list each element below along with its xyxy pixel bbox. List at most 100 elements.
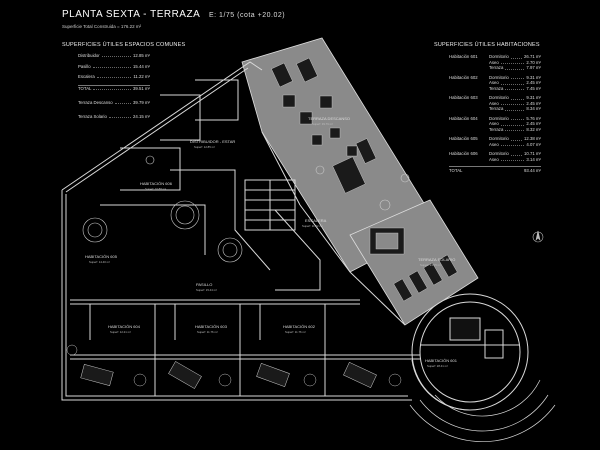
- common-row-value: 12.85 m²: [133, 53, 150, 58]
- dot-leader: [510, 54, 523, 59]
- dot-leader: [510, 75, 525, 79]
- room-row-key: Aseo: [489, 156, 499, 162]
- dot-leader: [101, 53, 132, 57]
- label-terraza-descanso: TERRAZA DESCANSO: [308, 116, 350, 121]
- room-row-value: 3.14 m²: [526, 156, 541, 162]
- room-name-spacer: [449, 106, 489, 112]
- common-row-value: 11.22 m²: [133, 74, 150, 79]
- dot-leader: [510, 116, 525, 120]
- label-escalera: ESCALERA: [305, 218, 327, 223]
- room-name-spacer: [449, 65, 489, 71]
- room-row-key: Aseo: [489, 100, 499, 106]
- room-name-spacer: [449, 86, 489, 92]
- label-hab605: HABITACIÓN 605: [85, 254, 118, 259]
- room-row-value: 9.31 m²: [526, 74, 541, 80]
- room-row-value: 2.45 m²: [526, 100, 541, 106]
- dot-leader: [500, 80, 525, 85]
- dot-leader: [505, 65, 525, 70]
- dot-leader: [510, 136, 523, 141]
- dot-leader: [500, 101, 525, 105]
- room-row: Terraza 7.45 m²: [449, 86, 541, 92]
- room-row-key: Dormitorio: [489, 74, 509, 80]
- room-row-key: Dormitorio: [489, 136, 509, 141]
- room-name: Habitación 601: [449, 54, 478, 59]
- label-hab606-sub: Superf: 10.88 m²: [145, 187, 166, 191]
- room-row-value: 12.38 m²: [524, 136, 541, 141]
- label-hab602: HABITACIÓN 602: [283, 324, 316, 329]
- dot-leader: [500, 121, 525, 126]
- rooms-total-row: TOTAL 93.44 m²: [449, 166, 541, 173]
- room-name: Habitación 606: [449, 151, 478, 156]
- common-row-value: 39.79 m²: [133, 99, 150, 105]
- room-row-key: Terraza: [489, 85, 504, 91]
- label-hab604-sub: Superf: 12.21 m²: [110, 330, 131, 334]
- rooms-total-label: TOTAL: [449, 168, 463, 173]
- title-main: PLANTA SEXTA - TERRAZA: [62, 9, 200, 20]
- room-row-key: Aseo: [489, 59, 499, 65]
- room-row-value: 2.70 m²: [526, 59, 541, 65]
- room-row-value: 2.45 m²: [526, 121, 541, 126]
- room-row-value: 4.07 m²: [526, 141, 541, 147]
- dot-leader: [114, 100, 132, 104]
- label-hab606: HABITACIÓN 606: [140, 181, 173, 186]
- label-distribuidor-sub: Superf: 12.85 m²: [194, 145, 215, 149]
- building-walls: [61, 61, 420, 401]
- dot-leader: [510, 151, 523, 156]
- room-row-value: 7.97 m²: [526, 65, 541, 70]
- dot-leader: [96, 74, 132, 78]
- label-hab602-sub: Superf: 11.76 m²: [285, 330, 306, 334]
- round-tower: [409, 293, 556, 443]
- dot-leader: [505, 106, 525, 111]
- room-row-value: 26.71 m²: [524, 54, 541, 59]
- room-row: Habitación 601 Dormitorio 26.71 m²: [449, 54, 541, 60]
- room-name: Habitación 602: [449, 74, 478, 80]
- common-row-name: Terraza Descanso: [78, 99, 113, 105]
- label-hab601: HABITACIÓN 601: [425, 358, 458, 363]
- interior-fixtures: [82, 155, 410, 263]
- common-row-name: Distribuidor: [78, 53, 100, 58]
- rooms-heading: SUPERFICIES ÚTILES HABITACIONES: [434, 42, 540, 48]
- label-hab605-sub: Superf: 14.40 m²: [89, 260, 110, 264]
- room-name: Habitación 604: [449, 115, 478, 121]
- room-row-value: 8.32 m²: [526, 126, 541, 132]
- rooms-total-value: 93.44 m²: [524, 168, 541, 173]
- label-terraza-solario-sub: Superf: 24.15 m²: [420, 263, 441, 267]
- room-row-value: 7.45 m²: [526, 85, 541, 91]
- common-row-name: TOTAL: [78, 85, 92, 91]
- dot-leader: [108, 114, 132, 118]
- label-hab603-sub: Superf: 11.76 m²: [197, 330, 218, 334]
- label-hab603: HABITACIÓN 603: [195, 324, 228, 329]
- room-row-key: Aseo: [489, 121, 499, 126]
- common-row-name: Pasillo: [78, 63, 91, 69]
- dot-leader: [500, 60, 525, 64]
- room-row-key: Aseo: [489, 80, 499, 85]
- room-row: Aseo 3.14 m²: [449, 157, 541, 163]
- label-pasillo: PASILLO: [196, 282, 212, 287]
- room-row: Terraza 7.97 m²: [449, 65, 541, 71]
- room-row-key: Dormitorio: [489, 54, 509, 59]
- room-row-key: Aseo: [489, 141, 499, 147]
- label-escalera-sub: Superf: 11.22 m²: [302, 224, 323, 228]
- dot-leader: [500, 142, 525, 146]
- room-row-key: Terraza: [489, 126, 504, 132]
- room-row: Habitación 602 Dormitorio 9.31 m²: [449, 75, 541, 81]
- room-row-key: Terraza: [489, 65, 504, 70]
- label-hab601-sub: Superf: 28.41 m²: [427, 364, 448, 368]
- room-row-key: Dormitorio: [489, 151, 509, 156]
- room-name-spacer: [449, 127, 489, 133]
- terrace-furniture: [271, 57, 458, 302]
